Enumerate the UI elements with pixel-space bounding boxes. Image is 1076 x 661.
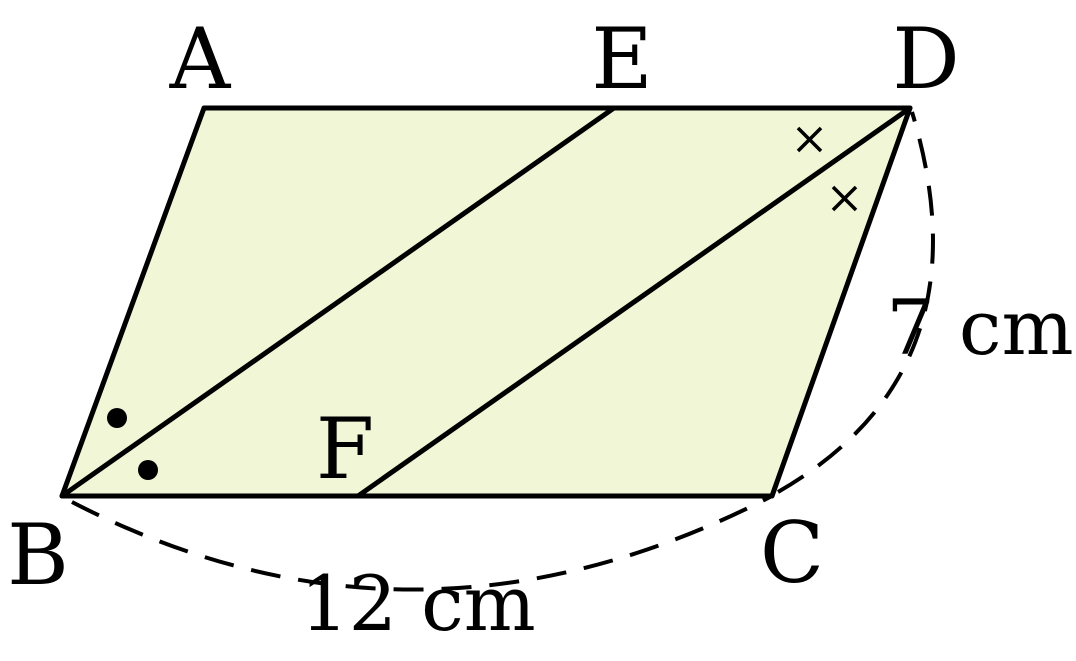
arc-cd <box>777 111 935 494</box>
label-c: C <box>760 504 824 602</box>
segment-be <box>59 105 617 499</box>
parallelogram-abcd <box>59 105 913 499</box>
label-b: B <box>7 506 69 604</box>
angle-dot-mark <box>138 460 158 480</box>
label-e: E <box>591 10 652 108</box>
angle-cross-mark <box>796 126 823 153</box>
measurement-cd: 7 cm <box>886 283 1073 372</box>
angle-cross-mark <box>831 185 858 212</box>
label-d: D <box>892 10 959 108</box>
arc-bc <box>71 494 773 592</box>
label-f: F <box>316 400 374 498</box>
label-a: A <box>169 10 232 108</box>
segment-fd <box>355 105 913 499</box>
angle-dot-mark <box>107 408 127 428</box>
measurement-bc: 12 cm <box>300 559 536 648</box>
